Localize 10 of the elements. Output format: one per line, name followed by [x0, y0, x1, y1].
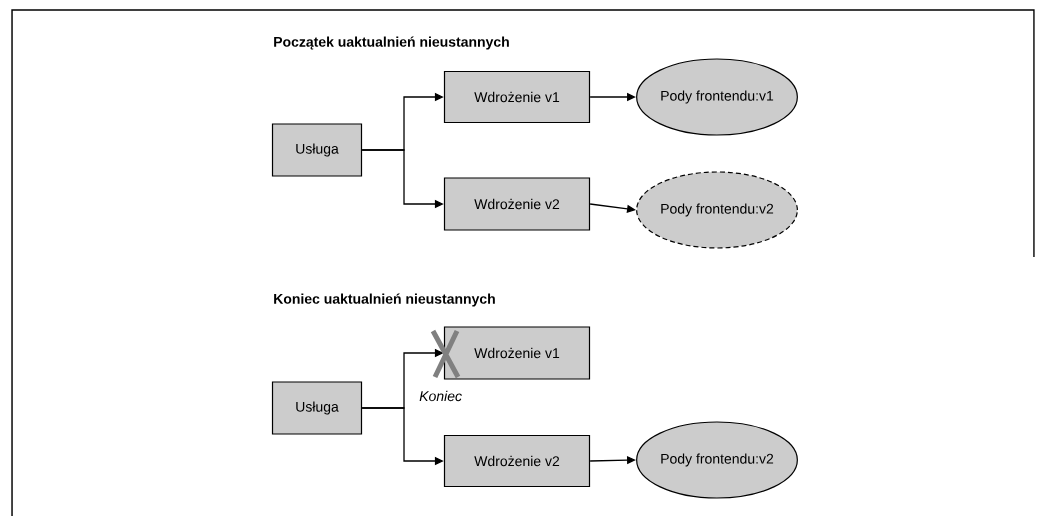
service-box: Usługa — [271, 381, 363, 435]
end-note: Koniec — [419, 390, 462, 402]
arrow — [589, 203, 636, 213]
deployment-box: Wdrożenie v1 — [443, 326, 591, 380]
service-box: Usługa — [271, 123, 363, 177]
heading: Koniec uaktualnień nieustannych — [274, 293, 495, 307]
deployment-box: Wdrożenie v1 — [443, 70, 591, 124]
deployment-box: Wdrożenie v2 — [443, 177, 591, 231]
heading: Początek uaktualnień nieustannych — [274, 36, 509, 50]
deployment-box: Wdrożenie v2 — [443, 434, 591, 488]
